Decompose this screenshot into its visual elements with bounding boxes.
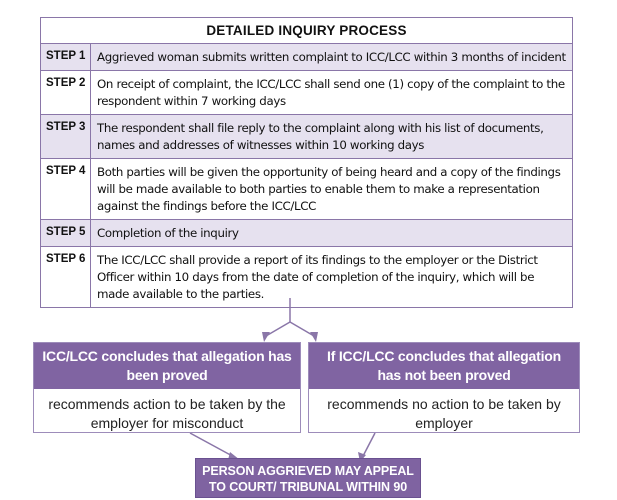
step-label: STEP 3 bbox=[41, 115, 91, 158]
step-row: STEP 1 Aggrieved woman submits written co… bbox=[41, 44, 572, 70]
step-label: STEP 4 bbox=[41, 159, 91, 219]
step-text: On receipt of complaint, the ICC/LCC sha… bbox=[97, 77, 565, 108]
step-row: STEP 5 Completion of the inquiry bbox=[41, 219, 572, 246]
step-label: STEP 1 bbox=[41, 44, 91, 70]
connector-left bbox=[265, 321, 291, 337]
outcome-proved-action: recommends action to be taken by the emp… bbox=[48, 396, 286, 431]
appeal-box: PERSON AGGRIEVED MAY APPEAL TO COURT/ TR… bbox=[195, 458, 421, 500]
step-label: STEP 5 bbox=[41, 220, 91, 246]
steps-list: STEP 1 Aggrieved woman submits written co… bbox=[41, 44, 572, 307]
outcome-not-proved-heading: If ICC/LCC concludes that allegation has… bbox=[309, 343, 579, 389]
outcome-proved-box: ICC/LCC concludes that allegation has be… bbox=[33, 342, 301, 433]
arrow-right-head bbox=[310, 332, 318, 342]
arrow-left-head bbox=[262, 332, 270, 342]
step-label: STEP 2 bbox=[41, 71, 91, 114]
step-text: Completion of the inquiry bbox=[97, 226, 239, 240]
step-text: Both parties will be given the opportuni… bbox=[97, 165, 561, 213]
connector-right bbox=[289, 321, 315, 337]
outcome-proved-heading: ICC/LCC concludes that allegation has be… bbox=[34, 343, 300, 389]
outcome-not-proved-box: If ICC/LCC concludes that allegation has… bbox=[308, 342, 580, 433]
outcome-not-proved-action: recommends no action to be taken by empl… bbox=[327, 396, 561, 431]
step-text: The respondent shall file reply to the c… bbox=[97, 121, 544, 152]
step-text: Aggrieved woman submits written complain… bbox=[97, 50, 566, 64]
step-text: The ICC/LCC shall provide a report of it… bbox=[97, 253, 538, 301]
step-label: STEP 6 bbox=[41, 247, 91, 307]
inquiry-steps-table: DETAILED INQUIRY PROCESS STEP 1 Aggrieved… bbox=[40, 17, 573, 308]
table-title: DETAILED INQUIRY PROCESS bbox=[41, 18, 572, 44]
